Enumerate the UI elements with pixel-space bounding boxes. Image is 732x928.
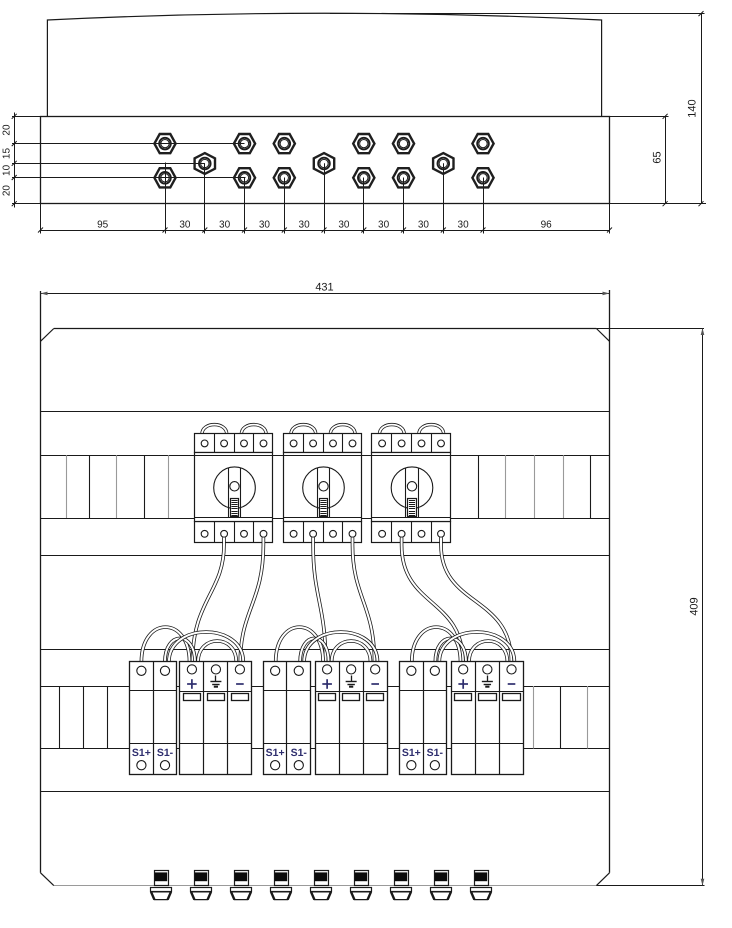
svg-text:30: 30: [259, 220, 271, 231]
svg-text:140: 140: [687, 99, 699, 117]
svg-text:30: 30: [299, 220, 311, 231]
svg-text:15: 15: [2, 148, 13, 160]
svg-text:S1-: S1-: [291, 747, 308, 759]
svg-text:409: 409: [688, 597, 700, 615]
svg-text:S1+: S1+: [402, 747, 421, 759]
svg-text:S1+: S1+: [132, 747, 151, 759]
svg-text:30: 30: [179, 220, 191, 231]
svg-text:30: 30: [458, 220, 470, 231]
svg-text:10: 10: [2, 164, 13, 176]
svg-text:30: 30: [219, 220, 231, 231]
svg-text:431: 431: [315, 282, 333, 294]
svg-text:S1+: S1+: [266, 747, 285, 759]
svg-text:30: 30: [418, 220, 430, 231]
svg-text:96: 96: [541, 220, 553, 231]
svg-text:20: 20: [2, 124, 13, 136]
svg-text:30: 30: [378, 220, 390, 231]
svg-text:95: 95: [97, 220, 109, 231]
svg-text:S1-: S1-: [157, 747, 174, 759]
svg-text:30: 30: [338, 220, 350, 231]
svg-text:65: 65: [652, 151, 664, 163]
svg-text:20: 20: [2, 185, 13, 197]
svg-text:S1-: S1-: [427, 747, 444, 759]
